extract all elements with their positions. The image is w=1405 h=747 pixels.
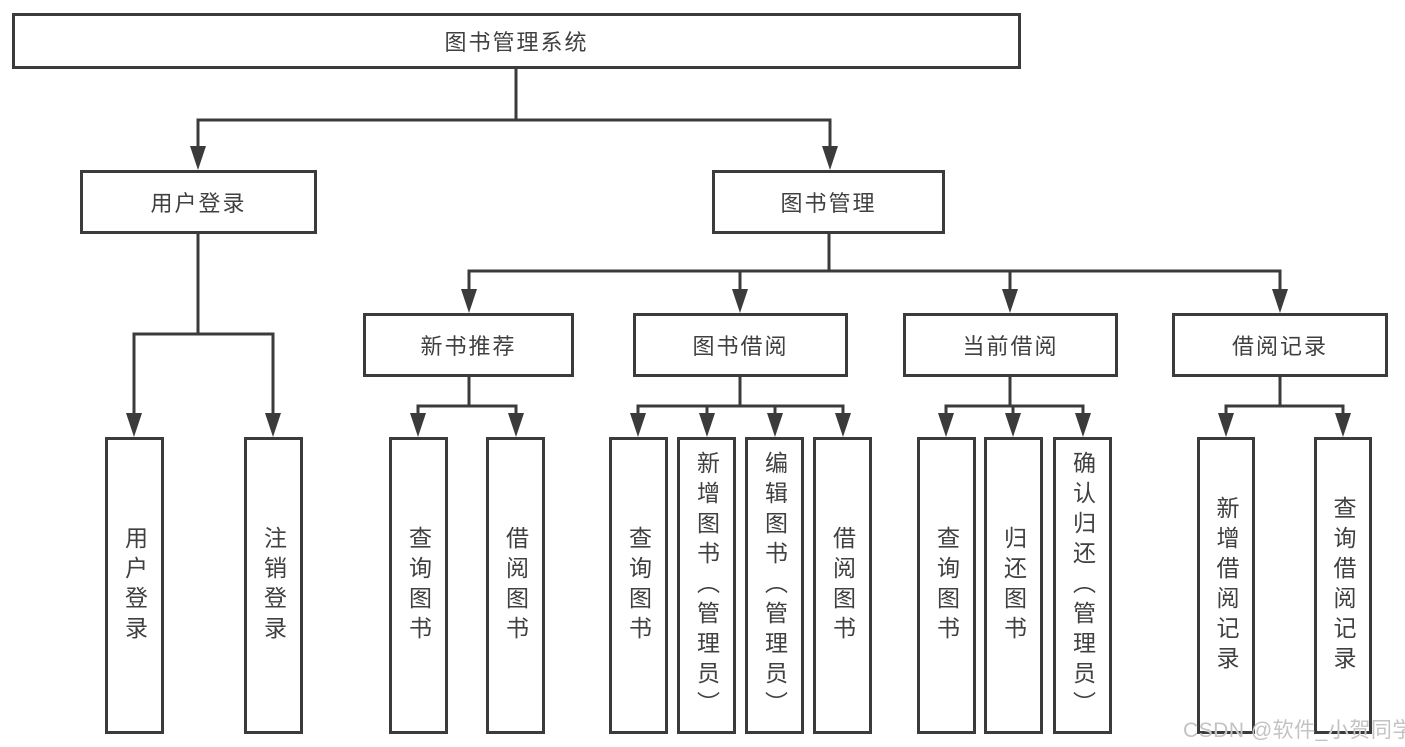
leaf-user-login: 用户登录 xyxy=(105,437,164,734)
arrow-icon xyxy=(1002,289,1018,313)
leaf-add-books-admin: 新增图书（管理员） xyxy=(677,437,736,734)
node-current-borrowing: 当前借阅 xyxy=(903,313,1118,377)
arrow-icon xyxy=(461,289,477,313)
node-library-management-system: 图书管理系统 xyxy=(12,13,1021,69)
wire-borrowing-records xyxy=(1224,375,1345,422)
watermark: CSDN @软件_小贺同学 xyxy=(1183,719,1405,742)
arrow-icon xyxy=(767,413,783,437)
arrow-icon xyxy=(1272,289,1288,313)
leaf-borrow-books-recommend: 借阅图书 xyxy=(486,437,545,734)
arrow-icon xyxy=(938,413,954,437)
arrowheads xyxy=(126,146,1351,437)
wire-root xyxy=(196,66,832,154)
node-borrowing-records: 借阅记录 xyxy=(1172,313,1388,377)
leaf-query-books-current: 查询图书 xyxy=(917,437,976,734)
arrow-icon xyxy=(1005,413,1021,437)
arrow-icon xyxy=(126,413,142,437)
arrow-icon xyxy=(1075,413,1091,437)
leaf-borrow-books-borrowing: 借阅图书 xyxy=(813,437,872,734)
wire-new-book xyxy=(416,375,518,422)
arrow-icon xyxy=(410,413,426,437)
leaf-add-borrow-record: 新增借阅记录 xyxy=(1197,437,1255,734)
node-user-login: 用户登录 xyxy=(80,170,317,234)
arrow-icon xyxy=(265,413,281,437)
arrow-icon xyxy=(732,289,748,313)
node-new-book-recommendation: 新书推荐 xyxy=(363,313,574,377)
leaf-query-books-recommend: 查询图书 xyxy=(389,437,448,734)
arrow-icon xyxy=(822,146,838,170)
arrow-icon xyxy=(630,413,646,437)
arrow-icon xyxy=(508,413,524,437)
leaf-logout: 注销登录 xyxy=(244,437,303,734)
leaf-return-books: 归还图书 xyxy=(984,437,1043,734)
node-book-borrowing: 图书借阅 xyxy=(633,313,848,377)
arrow-icon xyxy=(835,413,851,437)
leaf-edit-books-admin: 编辑图书（管理员） xyxy=(745,437,804,734)
leaf-query-borrow-record: 查询借阅记录 xyxy=(1314,437,1372,734)
wire-book-borrowing xyxy=(636,375,845,422)
wire-book-management xyxy=(467,232,1282,297)
leaf-confirm-return-admin: 确认归还（管理员） xyxy=(1053,437,1112,734)
arrow-icon xyxy=(1335,413,1351,437)
node-book-management: 图书管理 xyxy=(712,170,945,234)
arrow-icon xyxy=(1218,413,1234,437)
arrow-icon xyxy=(699,413,715,437)
arrow-icon xyxy=(190,146,206,170)
leaf-query-books-borrowing: 查询图书 xyxy=(609,437,668,734)
wire-user-login xyxy=(132,232,275,422)
